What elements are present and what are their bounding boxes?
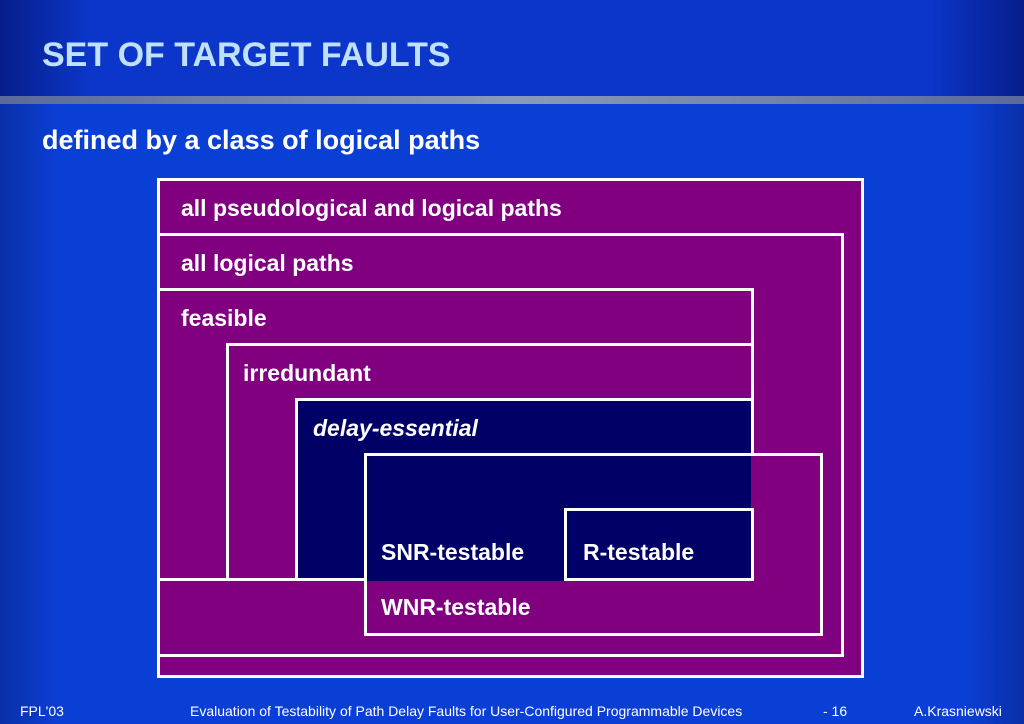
- title-divider: [0, 96, 1024, 104]
- label-snr-testable: SNR-testable: [381, 539, 525, 565]
- slide-title: SET OF TARGET FAULTS: [42, 36, 451, 74]
- label-feasible: feasible: [181, 305, 267, 331]
- label-irredundant: irredundant: [243, 360, 371, 386]
- footer-right: A.Krasniewski: [914, 703, 1002, 719]
- footer-center: Evaluation of Testability of Path Delay …: [190, 703, 743, 719]
- label-all-logical: all logical paths: [181, 250, 354, 276]
- title-band: [0, 0, 1024, 96]
- footer-left: FPL'03: [20, 703, 64, 719]
- wnr-right-edge: [751, 453, 823, 581]
- footer-page-number: - 16: [823, 703, 848, 719]
- label-delay-essential: delay-essential: [313, 415, 478, 441]
- label-all-pseudological: all pseudological and logical paths: [181, 195, 562, 221]
- box-r-testable: [564, 508, 754, 581]
- slide-subtitle: defined by a class of logical paths: [42, 125, 481, 155]
- label-r-testable: R-testable: [583, 539, 695, 565]
- label-wnr-testable: WNR-testable: [381, 594, 531, 620]
